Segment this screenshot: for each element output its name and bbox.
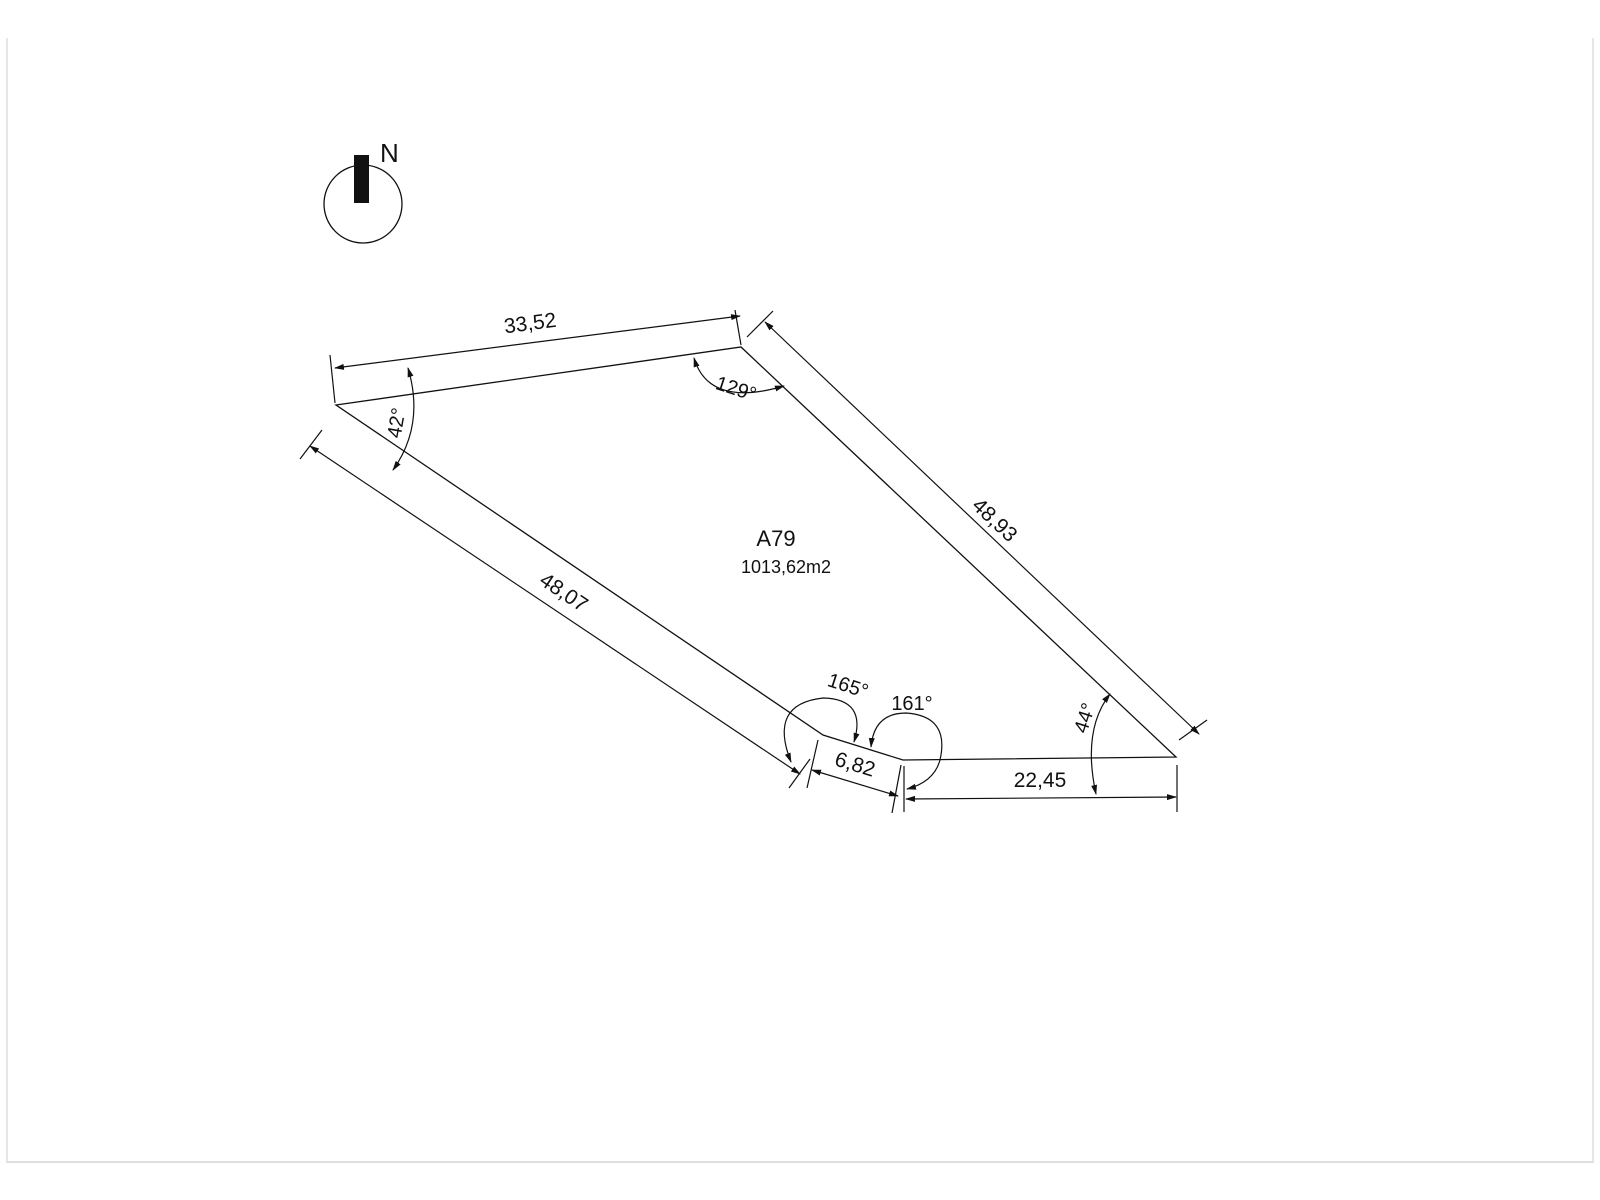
dimension-right xyxy=(746,310,1208,741)
dimension-top xyxy=(329,309,742,404)
angle-arc-right xyxy=(1090,693,1111,795)
angle-left-label: 42° xyxy=(384,406,411,440)
angle-arc-left xyxy=(392,367,415,471)
angle-right-label: 44° xyxy=(1070,700,1100,736)
parcel-area: 1013,62m2 xyxy=(741,557,831,577)
parcel-boundary xyxy=(334,346,1178,761)
parcel-id: A79 xyxy=(756,526,795,551)
dimension-left xyxy=(299,429,811,789)
angle-arcs xyxy=(392,357,1111,795)
north-arrow-icon xyxy=(323,155,403,244)
north-label: N xyxy=(380,138,399,168)
dimension-bottom-long-label: 22,45 xyxy=(1014,769,1067,792)
angle-arc-bottom-left xyxy=(783,697,860,763)
page-frame xyxy=(6,38,1594,1163)
dimension-right-label: 48,93 xyxy=(967,494,1021,547)
dimension-top-label: 33,52 xyxy=(503,309,558,339)
angle-bottom-mid-label: 161° xyxy=(891,693,932,715)
angle-arc-top xyxy=(693,357,785,394)
dimension-left-label: 48,07 xyxy=(535,568,591,616)
angle-arc-bottom-mid xyxy=(868,712,943,790)
dimension-bottom-short-label: 6,82 xyxy=(832,748,878,782)
angle-top-label: 129° xyxy=(713,372,759,406)
